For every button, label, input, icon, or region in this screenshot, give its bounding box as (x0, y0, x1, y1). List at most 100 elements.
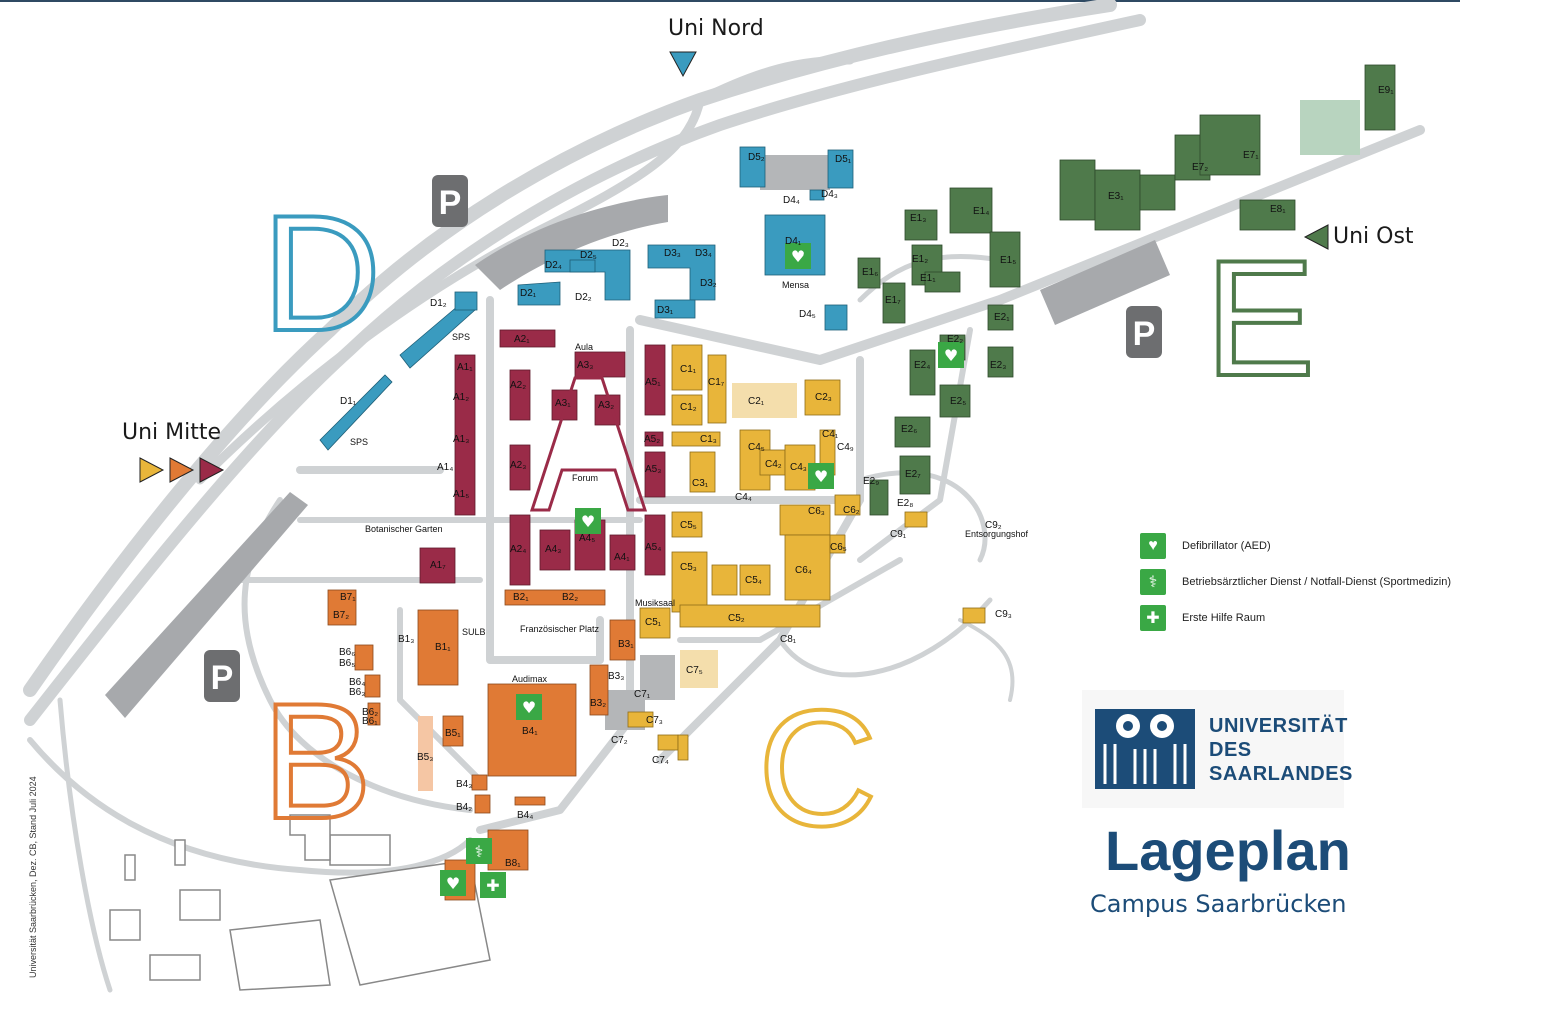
zone-a-labels: A1₁ A1₂ A1₃ A1₄ A1₅ A1₇ A2₁ A2₂ A2₃ A2₄ … (430, 334, 661, 571)
legend-item: ♥ Defibrillator (AED) (1140, 528, 1451, 564)
svg-text:A1₂: A1₂ (453, 392, 469, 403)
svg-text:C4₅: C4₅ (748, 442, 765, 453)
aed-icon (938, 342, 964, 368)
parking-icon: P (211, 659, 234, 697)
svg-text:B8₁: B8₁ (505, 858, 521, 869)
svg-text:C9₂: C9₂ (985, 520, 1002, 531)
svg-text:A2₃: A2₃ (510, 460, 526, 471)
aed-icon (575, 508, 601, 534)
svg-text:C7₅: C7₅ (686, 665, 703, 676)
legend-label: Erste Hilfe Raum (1182, 612, 1266, 624)
svg-text:A5₄: A5₄ (645, 542, 661, 553)
svg-text:A5₂: A5₂ (644, 434, 660, 445)
page-title: Lageplan (1105, 819, 1351, 882)
svg-text:C2₁: C2₁ (748, 396, 765, 407)
svg-text:SULB: SULB (462, 627, 486, 637)
zone-e-buildings (857, 64, 1396, 516)
svg-text:B4₃: B4₃ (456, 779, 472, 790)
svg-text:E2₂: E2₂ (947, 334, 963, 345)
svg-text:A3₂: A3₂ (598, 400, 614, 411)
svg-text:E1₁: E1₁ (920, 273, 936, 284)
svg-text:A3₃: A3₃ (577, 360, 593, 371)
zone-d-letter: D (262, 181, 381, 365)
svg-text:B4₂: B4₂ (456, 802, 472, 813)
svg-text:D2₄: D2₄ (545, 260, 562, 271)
parking-icon: P (1133, 315, 1156, 353)
svg-text:C5₄: C5₄ (745, 575, 762, 586)
legend-item: ⚕ Betriebsärztlicher Dienst / Notfall-Di… (1140, 564, 1451, 600)
svg-text:D5₁: D5₁ (835, 154, 852, 165)
svg-text:C7₄: C7₄ (652, 755, 669, 766)
svg-text:E8₁: E8₁ (1270, 204, 1286, 215)
aed-icon (516, 694, 542, 720)
page-subtitle: Campus Saarbrücken (1090, 890, 1347, 918)
svg-text:B1₃: B1₃ (398, 634, 414, 645)
svg-text:E1₂: E1₂ (912, 254, 928, 265)
zone-b-labels: B1₁ B1₃ B2₁ B2₂ B3₁ B3₂ B3₃ B4₁ B4₂ B4₃ … (333, 592, 634, 869)
brand-wordmark: UNIVERSITÄT DES SAARLANDES (1209, 715, 1353, 785)
svg-text:A1₃: A1₃ (453, 434, 469, 445)
aed-icon (785, 243, 811, 269)
svg-text:B3₃: B3₃ (608, 671, 624, 682)
svg-text:C1₁: C1₁ (680, 364, 697, 375)
svg-text:C3₁: C3₁ (692, 478, 709, 489)
svg-text:♥: ♥ (522, 698, 536, 717)
svg-text:D4₅: D4₅ (799, 309, 816, 320)
svg-text:E2₃: E2₃ (990, 360, 1006, 371)
svg-text:D4₃: D4₃ (821, 189, 838, 200)
svg-text:B3₁: B3₁ (618, 639, 634, 650)
aed-icon (808, 463, 834, 489)
zone-d-labels: D1₁ D1₂ D2₁ D2₂ D2₃ D2₄ D2₅ D3₁ D3₂ D3₃ … (340, 152, 852, 407)
svg-text:C1₇: C1₇ (708, 377, 725, 388)
svg-text:C2₃: C2₃ (815, 392, 832, 403)
svg-text:D3₂: D3₂ (700, 278, 717, 289)
grey-buildings (605, 100, 1360, 730)
svg-text:B2₂: B2₂ (562, 592, 578, 603)
svg-text:B6₆: B6₆ (339, 647, 355, 658)
svg-text:D3₁: D3₁ (657, 305, 674, 316)
svg-text:C8₁: C8₁ (780, 634, 797, 645)
svg-text:D1₂: D1₂ (430, 298, 447, 309)
university-logo: UNIVERSITÄT DES SAARLANDES (1082, 690, 1352, 808)
svg-text:✚: ✚ (486, 876, 499, 895)
svg-text:♥: ♥ (814, 467, 828, 486)
legend-label: Betriebsärztlicher Dienst / Notfall-Dien… (1182, 576, 1451, 588)
svg-text:D2₁: D2₁ (520, 288, 537, 299)
footer-credit: Universität Saarbrücken, Dez. CB, Stand … (28, 776, 38, 978)
svg-text:B6₁: B6₁ (362, 716, 378, 727)
svg-text:E1₆: E1₆ (862, 267, 878, 278)
legend-label: Defibrillator (AED) (1182, 540, 1271, 552)
svg-text:E2₉: E2₉ (863, 476, 879, 487)
parking-signs (204, 175, 1162, 702)
zone-e-letter: E (1205, 226, 1315, 410)
svg-text:C5₂: C5₂ (728, 613, 745, 624)
place-labels: Aula Forum Mensa Audimax Musiksaal SULB … (350, 280, 1029, 684)
svg-text:C9₁: C9₁ (890, 529, 907, 540)
svg-text:E2₅: E2₅ (950, 396, 966, 407)
legend: ♥ Defibrillator (AED) ⚕ Betriebsärztlich… (1140, 528, 1451, 636)
parking-icon: P (439, 184, 462, 222)
aed-icon (440, 870, 466, 896)
svg-text:C4₃: C4₃ (790, 462, 807, 473)
entrance-east-label: Uni Ost (1333, 224, 1414, 249)
svg-text:C7₂: C7₂ (611, 735, 628, 746)
svg-text:E1₃: E1₃ (910, 213, 926, 224)
svg-text:C5₁: C5₁ (645, 617, 662, 628)
entrance-middle-icon (199, 457, 225, 483)
svg-text:C5₅: C5₅ (680, 520, 697, 531)
svg-text:B6₂: B6₂ (362, 707, 378, 718)
svg-text:A2₄: A2₄ (510, 544, 526, 555)
svg-text:A4₁: A4₁ (614, 552, 630, 563)
svg-text:C6₄: C6₄ (795, 565, 812, 576)
owl-seal-icon (1095, 709, 1195, 789)
svg-text:♥: ♥ (581, 512, 595, 531)
svg-text:E2₄: E2₄ (914, 360, 930, 371)
svg-text:A2₂: A2₂ (510, 380, 526, 391)
aed-icon: ♥ (1140, 533, 1166, 559)
svg-text:E7₁: E7₁ (1243, 150, 1259, 161)
svg-text:E7₂: E7₂ (1192, 162, 1208, 173)
svg-text:E2₁: E2₁ (994, 312, 1010, 323)
svg-text:A1₄: A1₄ (437, 462, 453, 473)
svg-text:♥: ♥ (446, 874, 460, 893)
